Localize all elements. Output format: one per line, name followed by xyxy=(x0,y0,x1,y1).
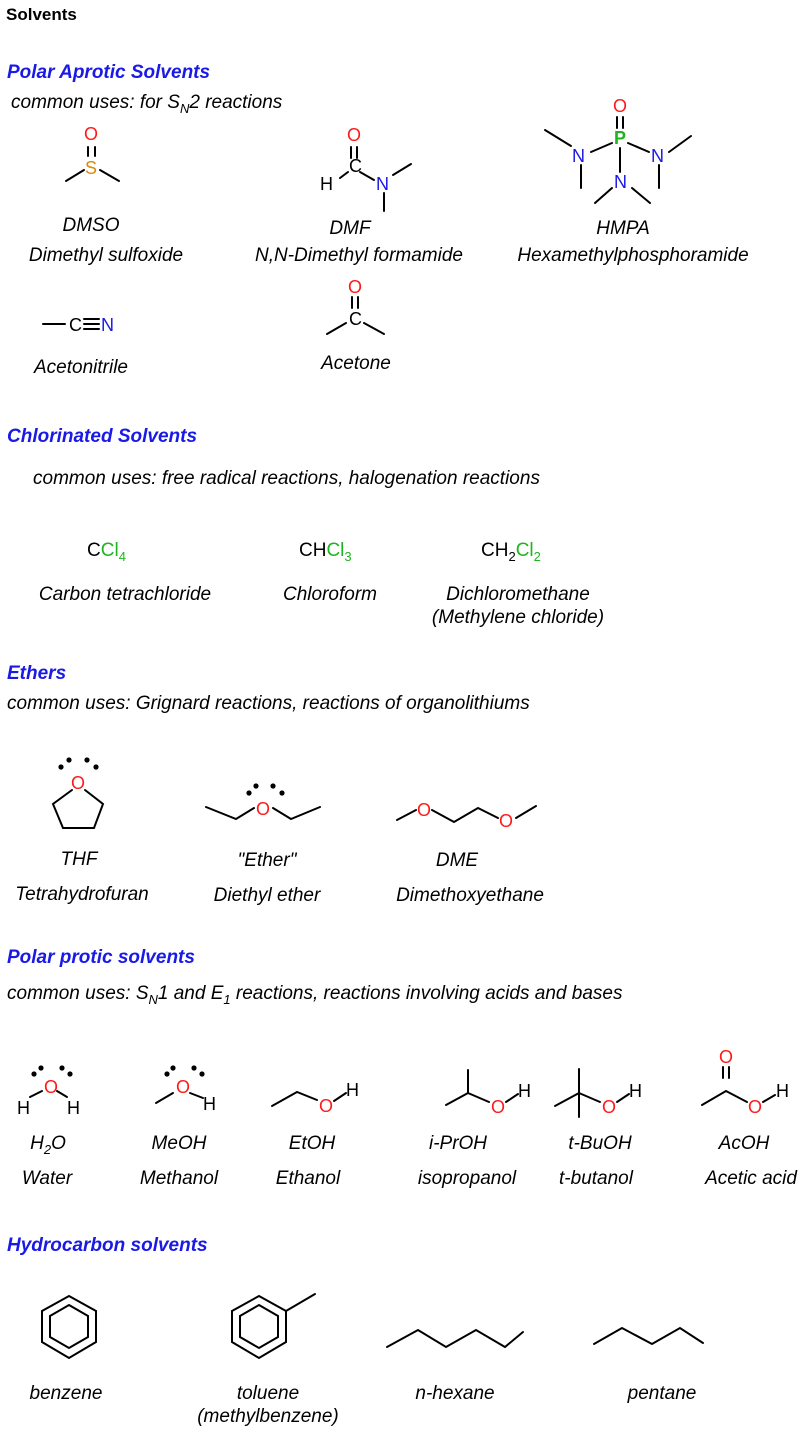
meoh-abbr: MeOH xyxy=(151,1133,207,1154)
dme-oxygen-2: O xyxy=(499,811,513,831)
dmso-oxygen: O xyxy=(84,124,98,144)
dmf-carbon: C xyxy=(349,156,362,176)
hmpa-nitrogen-2: N xyxy=(651,146,664,166)
tbuoh-oxygen: O xyxy=(602,1097,616,1117)
thf-oxygen: O xyxy=(71,773,85,793)
tbuoh-name: t-butanol xyxy=(559,1168,633,1189)
ccl4-name: Carbon tetrachloride xyxy=(38,584,212,605)
dme-oxygen-1: O xyxy=(417,800,431,820)
uses-chlorinated: common uses: free radical reactions, hal… xyxy=(33,468,540,489)
uses-polar-aprotic: common uses: for SN2 reactions xyxy=(11,92,283,116)
dmso-name: Dimethyl sulfoxide xyxy=(28,245,184,266)
hmpa-abbr: HMPA xyxy=(596,218,650,239)
acetone-oxygen: O xyxy=(348,277,362,297)
ether-name: Diethyl ether xyxy=(213,885,321,906)
section-heading-chlorinated: Chlorinated Solvents xyxy=(7,426,198,447)
benzene-name: benzene xyxy=(29,1383,103,1404)
dmso-sulfur: S xyxy=(85,158,97,178)
page-title: Solvents xyxy=(6,5,77,24)
dmf-name: N,N-Dimethyl formamide xyxy=(255,245,463,266)
uses-polar-protic: common uses: SN1 and E1 reactions, react… xyxy=(7,983,623,1007)
meoh-oxygen: O xyxy=(176,1077,190,1097)
section-heading-polar-aprotic: Polar Aprotic Solvents xyxy=(7,62,211,83)
water-hydrogen-1: H xyxy=(17,1098,30,1118)
uses-ethers: common uses: Grignard reactions, reactio… xyxy=(7,693,530,714)
iproh-hydrogen: H xyxy=(518,1081,531,1101)
etoh-hydrogen: H xyxy=(346,1080,359,1100)
acoh-hydrogen: H xyxy=(776,1081,789,1101)
hmpa-oxygen: O xyxy=(613,96,627,116)
hexane-name: n-hexane xyxy=(415,1383,495,1404)
water-formula: H2O xyxy=(30,1133,66,1157)
meoh-hydrogen: H xyxy=(203,1094,216,1114)
formula-chcl3: CHCl3 xyxy=(299,540,352,564)
formula-ccl4: CCl4 xyxy=(87,540,126,564)
meoh-name: Methanol xyxy=(139,1168,219,1189)
formula-ch2cl2: CH2Cl2 xyxy=(481,540,541,564)
dmf-nitrogen: N xyxy=(376,174,389,194)
hmpa-name: Hexamethylphosphoramide xyxy=(517,245,749,266)
section-heading-polar-protic: Polar protic solvents xyxy=(7,947,195,968)
water-hydrogen-2: H xyxy=(67,1098,80,1118)
section-heading-ethers: Ethers xyxy=(7,663,67,684)
dmf-hydrogen: H xyxy=(320,174,333,194)
iproh-oxygen: O xyxy=(491,1097,505,1117)
chcl3-name: Chloroform xyxy=(283,584,377,605)
dme-name: Dimethoxyethane xyxy=(396,885,544,906)
water-oxygen: O xyxy=(44,1077,58,1097)
etoh-abbr: EtOH xyxy=(288,1133,336,1154)
etoh-oxygen: O xyxy=(319,1096,333,1116)
tbuoh-hydrogen: H xyxy=(629,1081,642,1101)
acoh-abbr: AcOH xyxy=(718,1133,770,1154)
dmf-oxygen: O xyxy=(347,125,361,145)
acetonitrile-carbon: C xyxy=(69,315,82,335)
hmpa-nitrogen-1: N xyxy=(572,146,585,166)
thf-abbr: THF xyxy=(60,849,98,870)
acetone-carbon: C xyxy=(349,309,362,329)
acetone-name: Acetone xyxy=(321,353,391,374)
water-name: Water xyxy=(21,1168,73,1189)
acetonitrile-name: Acetonitrile xyxy=(34,357,128,378)
toluene-name: toluene xyxy=(236,1383,300,1404)
hmpa-nitrogen-3: N xyxy=(614,172,627,192)
dmso-abbr: DMSO xyxy=(62,215,120,236)
ether-oxygen: O xyxy=(256,799,270,819)
acetonitrile-nitrogen: N xyxy=(101,315,114,335)
acoh-carbonyl-oxygen: O xyxy=(719,1047,733,1067)
thf-name: Tetrahydrofuran xyxy=(15,884,149,905)
iproh-name: isopropanol xyxy=(417,1168,517,1189)
toluene-alt-name: (methylbenzene) xyxy=(197,1406,339,1427)
pentane-name: pentane xyxy=(627,1383,697,1404)
acoh-name: Acetic acid xyxy=(705,1168,797,1189)
dme-abbr: DME xyxy=(435,850,479,871)
ether-abbr: "Ether" xyxy=(237,850,297,871)
tbuoh-abbr: t-BuOH xyxy=(568,1133,632,1154)
section-heading-hydrocarbon: Hydrocarbon solvents xyxy=(7,1235,208,1256)
etoh-name: Ethanol xyxy=(275,1168,341,1189)
acoh-hydroxyl-oxygen: O xyxy=(748,1097,762,1117)
ch2cl2-name: Dichloromethane xyxy=(446,584,590,605)
dmf-abbr: DMF xyxy=(329,218,371,239)
ch2cl2-alt-name: (Methylene chloride) xyxy=(431,607,605,628)
hmpa-phosphorus: P xyxy=(614,128,626,148)
iproh-abbr: i-PrOH xyxy=(428,1133,488,1154)
